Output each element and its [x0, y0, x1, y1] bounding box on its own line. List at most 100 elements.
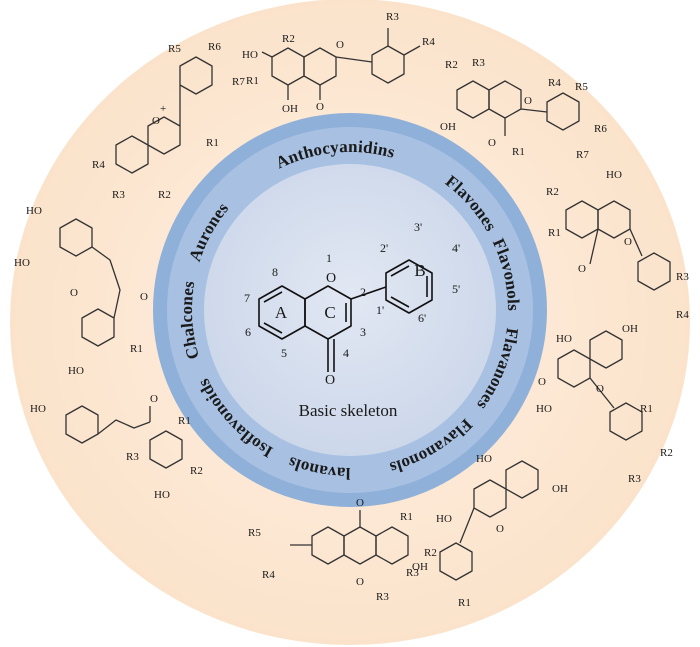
- structure-flavanones: HO R2 R1 O O R3 R4: [546, 169, 689, 321]
- aurones-ho-2: HO: [14, 257, 30, 269]
- flavanonols-r3: R3: [628, 473, 641, 485]
- isoflavonoids-ring-o: O: [356, 576, 364, 588]
- flavanols-oh: OH: [552, 483, 568, 495]
- aurones-r1: R1: [130, 343, 143, 355]
- flavanonols-ring-o: O: [596, 383, 604, 395]
- flavones-r4: R4: [422, 36, 435, 48]
- chalcones-ho: HO: [30, 403, 46, 415]
- flavanols-r1: R1: [458, 597, 471, 609]
- flavones-oh: OH: [282, 103, 298, 115]
- flavanones-ring-o: O: [624, 236, 632, 248]
- position-3: 3: [360, 325, 366, 339]
- flavanones-r4: R4: [676, 309, 689, 321]
- isoflavonoids-r2: R2: [424, 547, 437, 559]
- flavonols-oh: OH: [440, 121, 456, 133]
- structure-flavanols: HO OH HO O R3 R1: [406, 453, 568, 609]
- isoflavonoids-r4: R4: [262, 569, 275, 581]
- flavanonols-carbonyl-o: O: [538, 376, 546, 388]
- flavones-carbonyl-o: O: [316, 101, 324, 113]
- position-1-prime: 1': [376, 303, 384, 317]
- flavanonols-r1: R1: [640, 403, 653, 415]
- flavonols-r4: R4: [548, 77, 561, 89]
- structure-flavanonols: OH HO O HO O R1 R2 R3: [536, 323, 673, 485]
- structure-flavonols: R2 R3 R4 R5 R6 R7 OH O R1 O: [440, 57, 607, 161]
- flavanols-ho-3: HO: [436, 513, 452, 525]
- flavonols-carbonyl-o: O: [488, 137, 496, 149]
- isoflavonoids-r5: R5: [248, 527, 261, 539]
- anthocyanidins-r4: R4: [92, 159, 105, 171]
- flavanones-carbonyl-o: O: [578, 263, 586, 275]
- chalcones-r3: R3: [126, 451, 139, 463]
- flavanonols-ho-3: HO: [536, 403, 552, 415]
- structure-aurones: HO HO O O HO R1: [14, 205, 148, 377]
- flavanols-ho: HO: [476, 453, 492, 465]
- anthocyanidins-r3: R3: [112, 189, 125, 201]
- anthocyanidins-r6: R6: [208, 41, 221, 53]
- flavanols-r3: R3: [406, 567, 419, 579]
- chalcones-r2: R2: [190, 465, 203, 477]
- flavanols-ring-o: O: [496, 523, 504, 535]
- aurones-ho: HO: [26, 205, 42, 217]
- flavones-ho: HO: [242, 49, 258, 61]
- flavones-ring-o: O: [336, 39, 344, 51]
- flavanones-r2: R2: [546, 186, 559, 198]
- flavanones-r3: R3: [676, 271, 689, 283]
- position-5: 5: [281, 346, 287, 360]
- anthocyanidins-r1: R1: [206, 137, 219, 149]
- position-4: 4: [343, 346, 349, 360]
- position-2: 2: [360, 285, 366, 299]
- flavonols-ring-o: O: [524, 95, 532, 107]
- structure-isoflavonoids: R1 R2 OH O O R3 R5 R4: [248, 497, 437, 603]
- isoflavonoids-r3: R3: [376, 591, 389, 603]
- inner-disc: [204, 164, 496, 456]
- flavonols-r2: R2: [445, 59, 458, 71]
- flavonols-r6: R6: [594, 123, 607, 135]
- flavanones-r1: R1: [548, 227, 561, 239]
- structure-chalcones: HO O R1 R3 R2 HO: [30, 393, 203, 501]
- structure-flavones: R3 R4 R2 HO R1 OH O O: [242, 11, 435, 115]
- flavones-r2: R2: [282, 33, 295, 45]
- position-3-prime: 3': [414, 220, 422, 234]
- flavones-r1: R1: [246, 75, 259, 87]
- skeleton-ring-oxygen: O: [326, 271, 336, 286]
- anthocyanidins-r5: R5: [168, 43, 181, 55]
- position-8: 8: [272, 265, 278, 279]
- flavones-r3: R3: [386, 11, 399, 23]
- flavonols-r1: R1: [512, 146, 525, 158]
- chalcones-r1: R1: [178, 415, 191, 427]
- skeleton-carbonyl-oxygen: O: [325, 373, 335, 388]
- position-7: 7: [244, 291, 250, 305]
- position-5-prime: 5': [452, 282, 460, 296]
- anthocyanidins-ring-o: O: [152, 115, 160, 127]
- ring-letter-c: C: [324, 303, 335, 322]
- position-6: 6: [245, 325, 251, 339]
- isoflavonoids-r1: R1: [400, 511, 413, 523]
- position-6-prime: 6': [418, 311, 426, 325]
- chalcones-ho-2: HO: [154, 489, 170, 501]
- isoflavonoids-carbonyl-o: O: [356, 497, 364, 509]
- position-4-prime: 4': [452, 241, 460, 255]
- anthocyanidins-r2: R2: [158, 189, 171, 201]
- skeleton-title: Basic skeleton: [299, 401, 398, 420]
- aurones-carbonyl-o: O: [140, 291, 148, 303]
- position-2-prime: 2': [380, 241, 388, 255]
- chalcones-carbonyl-o: O: [150, 393, 158, 405]
- flavonols-r3: R3: [472, 57, 485, 69]
- ring-letter-b: B: [414, 261, 425, 280]
- flavanonols-ho: HO: [556, 333, 572, 345]
- anthocyanidins-r7: R7: [232, 76, 245, 88]
- flavonols-r7: R7: [576, 149, 589, 161]
- isoflavonoids-oh: OH: [412, 561, 428, 573]
- flavonols-r5: R5: [575, 81, 588, 93]
- aurones-ho-3: HO: [68, 365, 84, 377]
- flavanones-ho: HO: [606, 169, 622, 181]
- anthocyanidins-plus: +: [160, 103, 166, 115]
- aurones-ring-o: O: [70, 287, 78, 299]
- structure-anthocyanidins: R5 R6 R7 + O R1 R4 R3 R2: [92, 41, 245, 201]
- ring-letter-a: A: [275, 303, 288, 322]
- basic-skeleton-structure: O O A C B 1 2 3 4 5 6 7 8 1' 2' 3' 4' 5'…: [244, 220, 460, 388]
- flavanonols-r2: R2: [660, 447, 673, 459]
- position-1: 1: [326, 251, 332, 265]
- flavanonols-oh: OH: [622, 323, 638, 335]
